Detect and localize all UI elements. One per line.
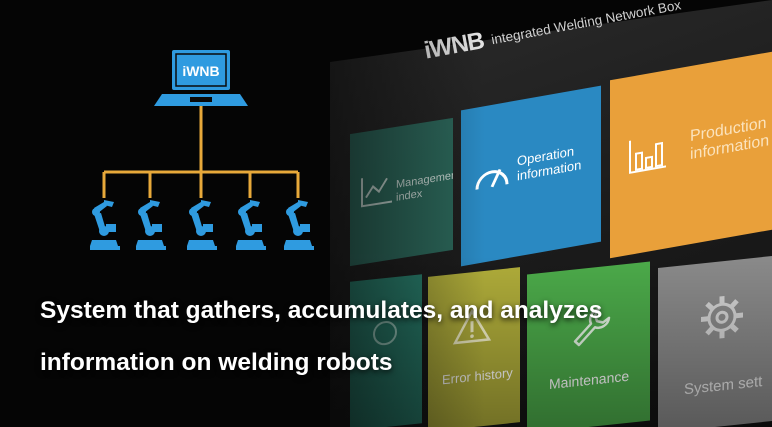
gauge-icon: [475, 169, 509, 190]
caption-line-2: information on welding robots: [40, 349, 393, 376]
network-diagram: iWNB: [90, 50, 314, 250]
tile-label: Production information: [690, 114, 770, 164]
welding-robot-icon: [236, 200, 266, 250]
connection-lines: [102, 106, 300, 198]
line-chart-icon: [361, 177, 392, 208]
tile-label: Management index: [396, 168, 453, 204]
laptop-label: iWNB: [182, 63, 219, 79]
tile-management-index[interactable]: Management index: [350, 117, 453, 267]
tile-operation-information[interactable]: Operation information: [461, 85, 601, 267]
tile-label: Operation information: [517, 143, 582, 184]
welding-robot-icon: [90, 200, 120, 250]
welding-robot-icon: [284, 200, 314, 250]
welding-robot-icon: [136, 200, 166, 250]
welding-robot-icon: [187, 200, 217, 250]
caption-line-1: System that gathers, accumulates, and an…: [40, 297, 603, 324]
tile-production-information[interactable]: Production information: [610, 51, 772, 259]
laptop-icon: iWNB: [154, 50, 248, 106]
bar-chart-icon: [629, 140, 666, 174]
caption: System that gathers, accumulates, and an…: [40, 285, 760, 389]
